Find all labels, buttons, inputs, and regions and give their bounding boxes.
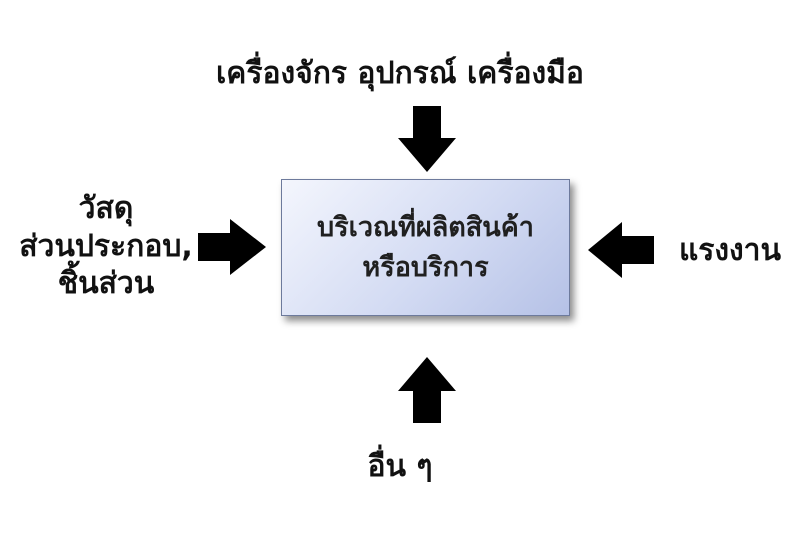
parts-line: ชิ้นส่วน (57, 266, 155, 301)
input-label-materials: วัสดุ ส่วนประกอบ, ชิ้นส่วน (6, 190, 206, 303)
production-area-title-line-2: หรือบริการ (362, 251, 489, 283)
components-line: ส่วนประกอบ, (19, 228, 193, 264)
production-area-title-line-1: บริเวณที่ผลิตสินค้า (317, 212, 534, 244)
arrow-down-icon (398, 106, 456, 172)
materials-line: วัสดุ (78, 191, 134, 226)
input-label-labor: แรงงาน (678, 233, 782, 268)
arrow-right-icon (198, 219, 266, 275)
input-label-others: อื่น ๆ (367, 449, 433, 484)
input-label-machinery: เครื่องจักร อุปกรณ์ เครื่องมือ (216, 56, 584, 91)
arrow-up-icon (398, 357, 456, 423)
arrow-left-icon (588, 222, 654, 278)
production-area-box: บริเวณที่ผลิตสินค้า หรือบริการ (281, 179, 570, 316)
